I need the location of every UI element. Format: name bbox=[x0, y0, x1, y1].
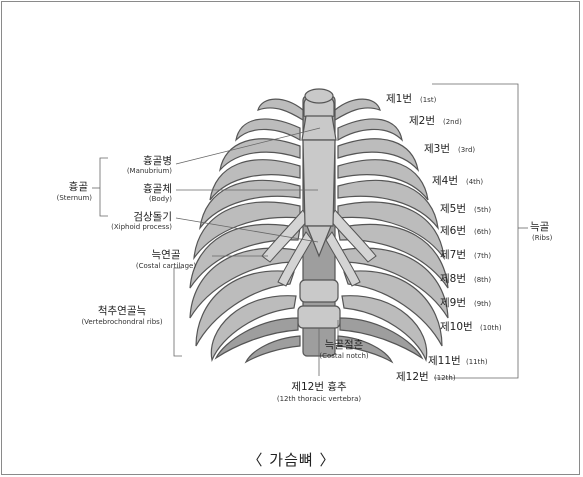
costal-notch-label: 늑골절흔 bbox=[325, 338, 364, 351]
rib-cage-illustration bbox=[190, 89, 448, 362]
sternum-body-bone bbox=[303, 140, 335, 226]
body-label: 흉골체 bbox=[143, 182, 172, 195]
thoracic-vertebra-12 bbox=[298, 306, 340, 328]
sternum-label: 흉골 bbox=[69, 180, 89, 193]
rib3-label: 제3번 bbox=[424, 143, 450, 155]
costal-cartilage-label: 늑연골 bbox=[152, 249, 181, 261]
rib11-label: 제11번 bbox=[428, 355, 461, 367]
rib4-label: 제4번 bbox=[432, 175, 458, 187]
ribs-group-label: 늑골 (Ribs) bbox=[530, 221, 553, 242]
body-en: (Body) bbox=[149, 195, 172, 203]
rib7-en: (7th) bbox=[474, 252, 491, 260]
costal-cartilage-en: (Costal cartilage) bbox=[136, 262, 196, 270]
rib10-label: 제10번 bbox=[440, 321, 473, 333]
manubrium-label: 흉골병 bbox=[143, 154, 172, 167]
rib12-en: (12th) bbox=[434, 374, 456, 382]
costal-notch-en: (Costal notch) bbox=[319, 352, 369, 360]
rib9-label: 제9번 bbox=[440, 297, 466, 309]
manubrium-en: (Manubrium) bbox=[127, 167, 172, 175]
ribs-label: 늑골 bbox=[530, 221, 550, 233]
sternum-en: (Sternum) bbox=[57, 194, 93, 202]
rib9-en: (9th) bbox=[474, 300, 491, 308]
rib6-label: 제6번 bbox=[440, 225, 466, 237]
rib8-en: (8th) bbox=[474, 276, 491, 284]
xiphoid-en: (Xiphoid process) bbox=[111, 223, 172, 231]
vertebrochondral-en: (Vertebrochondral ribs) bbox=[81, 318, 162, 326]
rib12-label: 제12번 bbox=[396, 371, 429, 383]
vertebra-top bbox=[305, 89, 333, 103]
rib10-en: (10th) bbox=[480, 324, 502, 332]
thoracic-vertebra-label: 제12번 흉추 bbox=[291, 380, 347, 393]
rib5-en: (5th) bbox=[474, 206, 491, 214]
xiphoid-label: 검상돌기 bbox=[133, 211, 172, 223]
rib4-en: (4th) bbox=[466, 178, 483, 186]
diagram-caption: 〈 가슴뼈 〉 bbox=[0, 449, 583, 470]
rib2-label: 제2번 bbox=[409, 115, 435, 127]
rib2-en: (2nd) bbox=[443, 118, 462, 126]
rib1-label: 제1번 bbox=[386, 93, 412, 105]
left-labels: 흉골병 (Manubrium) 흉골체 (Body) 검상돌기 (Xiphoid… bbox=[57, 154, 197, 326]
rib11-en: (11th) bbox=[466, 358, 488, 366]
rib5-label: 제5번 bbox=[440, 203, 466, 215]
rib7-label: 제7번 bbox=[440, 249, 466, 261]
ribs-en: (Ribs) bbox=[532, 234, 553, 242]
rib6-en: (6th) bbox=[474, 228, 491, 236]
vertebrochondral-label: 척추연골늑 bbox=[98, 305, 147, 317]
rib8-label: 제8번 bbox=[440, 273, 466, 285]
rib1-en: (1st) bbox=[420, 96, 437, 104]
thoracic-vertebra-en: (12th thoracic vertebra) bbox=[277, 395, 362, 403]
rib3-en: (3rd) bbox=[458, 146, 475, 154]
